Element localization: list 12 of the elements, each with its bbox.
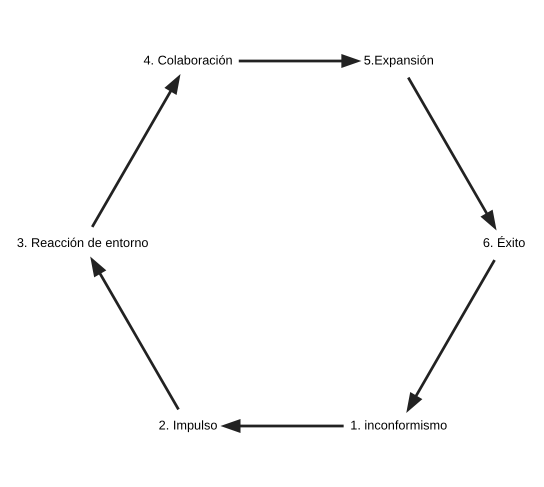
node-text: 3. Reacción de entorno xyxy=(16,234,149,250)
node-text: 2. Impulso xyxy=(158,417,218,432)
arrow xyxy=(238,54,362,68)
arrow xyxy=(406,259,496,413)
arrow xyxy=(90,256,180,410)
arrow xyxy=(407,76,497,230)
node-text: 5.Expansión xyxy=(364,52,434,68)
node-text: 1. inconformismo xyxy=(350,417,448,432)
arrow xyxy=(220,418,344,433)
node-text: 6. Éxito xyxy=(482,234,526,250)
node-text: 4. Colaboración xyxy=(143,52,233,68)
arrow xyxy=(91,74,181,228)
